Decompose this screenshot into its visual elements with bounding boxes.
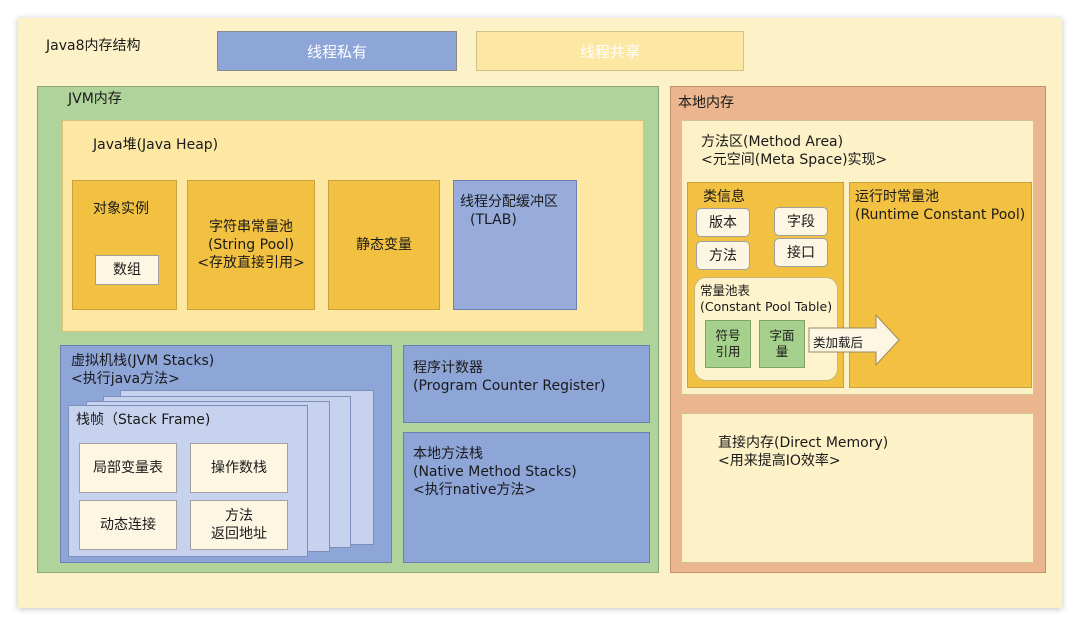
string-pool-line-2: (String Pool) <box>207 237 295 253</box>
object-instance-label: 对象实例 <box>93 201 149 217</box>
legend-thread-private: 线程私有 <box>217 31 457 71</box>
tlab-line-1: 线程分配缓冲区 <box>460 194 558 210</box>
interface-box: 接口 <box>774 238 828 267</box>
return-address-box: 方法 返回地址 <box>190 500 288 550</box>
tlab-line-2: (TLAB) <box>470 212 517 228</box>
static-vars-box: 静态变量 <box>328 180 440 310</box>
literal-line-1: 字面 <box>769 328 795 343</box>
literal-line-2: 量 <box>775 344 789 359</box>
array-box: 数组 <box>95 255 159 285</box>
runtime-pool-line-1: 运行时常量池 <box>855 189 939 205</box>
native-stacks-line-2: (Native Method Stacks) <box>413 464 577 480</box>
stack-frame-label: 栈帧（Stack Frame) <box>76 412 211 428</box>
pc-register-line-1: 程序计数器 <box>413 360 483 376</box>
constant-pool-table-line-1: 常量池表 <box>700 283 751 298</box>
object-instance-box <box>72 180 177 310</box>
local-vars-box: 局部变量表 <box>79 443 177 493</box>
class-load-arrow-label: 类加载后 <box>813 335 864 350</box>
method-area-line-1: 方法区(Method Area) <box>701 134 844 150</box>
diagram-title: Java8内存结构 <box>46 38 141 54</box>
symbol-ref-line-2: 引用 <box>715 344 741 359</box>
return-address-line-1: 方法 <box>225 508 253 524</box>
string-pool-line-1: 字符串常量池 <box>209 219 293 235</box>
symbol-ref-box: 符号 引用 <box>705 320 751 368</box>
constant-pool-table-line-2: (Constant Pool Table) <box>700 299 833 314</box>
jvm-memory-label: JVM内存 <box>68 91 122 107</box>
method-area-line-2: <元空间(Meta Space)实现> <box>701 152 888 168</box>
direct-memory-box <box>681 413 1034 563</box>
direct-memory-line-2: <用来提高IO效率> <box>718 453 841 469</box>
runtime-pool-line-2: (Runtime Constant Pool) <box>855 207 1026 223</box>
method-box: 方法 <box>696 241 750 270</box>
operand-stack-box: 操作数栈 <box>190 443 288 493</box>
field-box: 字段 <box>774 207 828 236</box>
version-box: 版本 <box>696 208 750 237</box>
symbol-ref-line-1: 符号 <box>715 328 741 343</box>
native-stacks-box <box>403 432 650 563</box>
direct-memory-line-1: 直接内存(Direct Memory) <box>718 435 889 451</box>
native-stacks-line-1: 本地方法栈 <box>413 446 483 462</box>
string-pool-box: 字符串常量池 (String Pool) <存放直接引用> <box>187 180 315 310</box>
dynamic-link-box: 动态连接 <box>79 500 177 550</box>
literal-box: 字面 量 <box>759 320 805 368</box>
string-pool-line-3: <存放直接引用> <box>197 255 305 271</box>
java-heap-label: Java堆(Java Heap) <box>93 137 219 153</box>
class-load-arrow <box>808 313 900 367</box>
pc-register-line-2: (Program Counter Register) <box>413 378 606 394</box>
jvm-stacks-line-1: 虚拟机栈(JVM Stacks) <box>71 353 215 369</box>
native-memory-label: 本地内存 <box>678 95 734 111</box>
pc-register-box <box>403 345 650 423</box>
class-info-label: 类信息 <box>703 189 745 205</box>
legend-thread-shared: 线程共享 <box>476 31 744 71</box>
return-address-line-2: 返回地址 <box>211 526 267 542</box>
native-stacks-line-3: <执行native方法> <box>413 482 537 498</box>
tlab-box <box>453 180 577 310</box>
jvm-stacks-line-2: <执行java方法> <box>71 371 180 387</box>
